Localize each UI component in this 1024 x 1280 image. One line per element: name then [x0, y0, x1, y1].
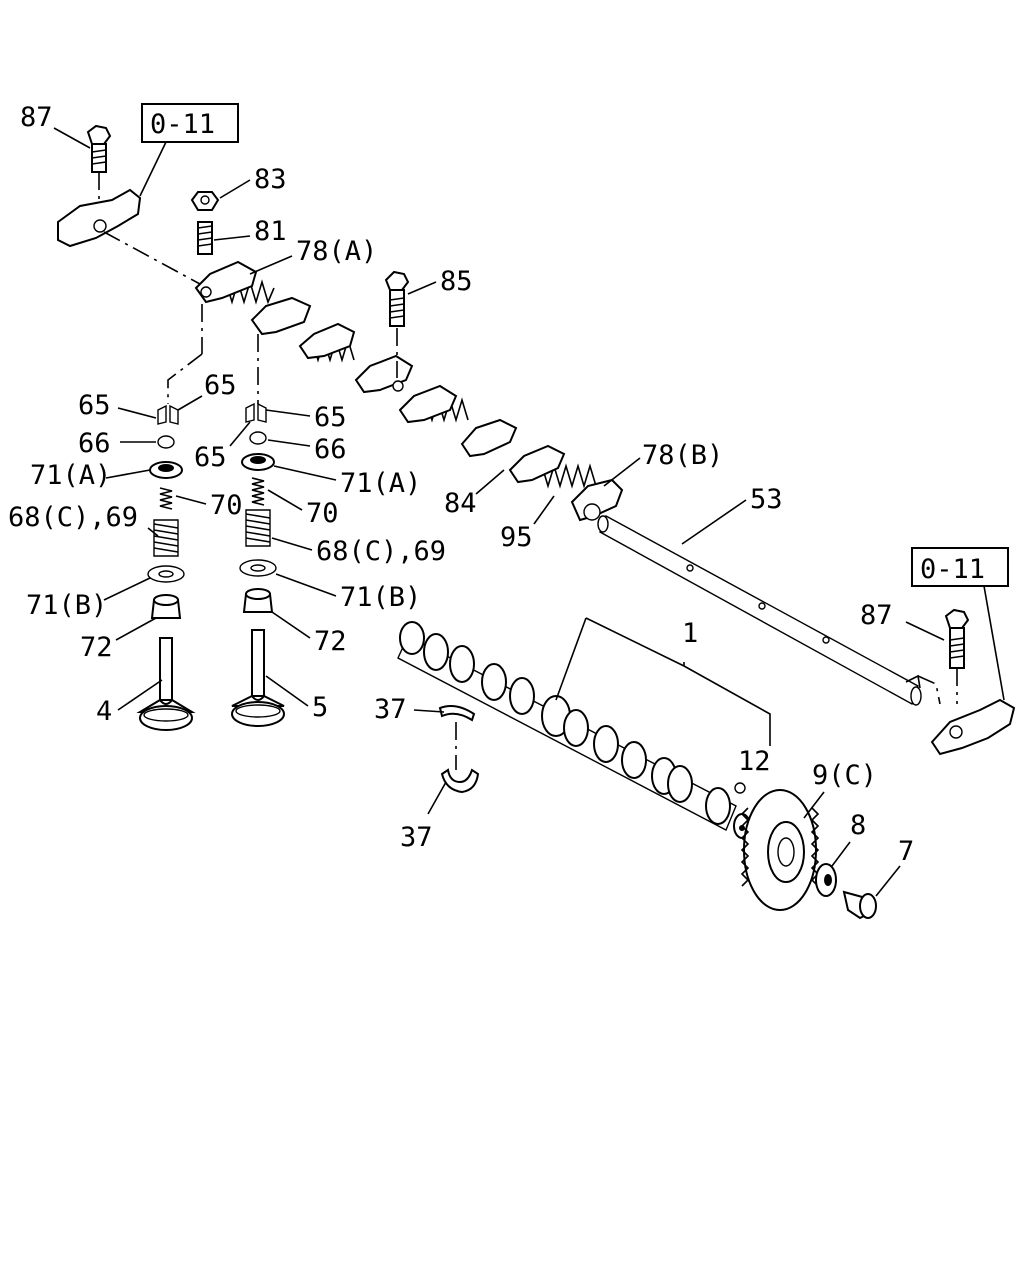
rocker-shaft-53: [597, 514, 922, 706]
label-70-r: 70: [306, 498, 339, 529]
ref-label-top: 0-11: [150, 109, 215, 140]
label-37-top: 37: [374, 694, 407, 725]
ref-label-right: 0-11: [920, 554, 985, 585]
label-9c: 9(C): [812, 760, 877, 791]
label-70-l: 70: [210, 490, 243, 521]
label-37-bottom: 37: [400, 822, 433, 853]
collets-65-right: [245, 402, 267, 423]
nut-83: [190, 191, 220, 211]
bolt-87-top: [86, 124, 112, 206]
camshaft-1: [397, 621, 751, 839]
collets-65-left: [157, 404, 179, 425]
ref-box-top: [141, 103, 239, 143]
retainer-71a-left: [149, 461, 183, 479]
label-71b-r: 71(B): [340, 582, 421, 613]
bolt-87-right: [944, 608, 970, 704]
valve-5: [231, 629, 285, 727]
label-71a-l: 71(A): [30, 460, 111, 491]
label-7: 7: [898, 836, 914, 867]
label-4: 4: [96, 696, 112, 727]
label-71b-l: 71(B): [26, 590, 107, 621]
cap-66-right: [249, 431, 267, 445]
stud-81: [197, 221, 213, 255]
seal-72-left: [150, 594, 182, 619]
ref-box-right: [911, 547, 1009, 587]
label-12: 12: [738, 746, 771, 777]
label-78b: 78(B): [642, 440, 723, 471]
spring-68-right: [245, 509, 271, 547]
seal-72-right: [242, 588, 274, 613]
label-53: 53: [750, 484, 783, 515]
label-68c69-l: 68(C),69: [8, 502, 138, 533]
label-72-r: 72: [314, 626, 347, 657]
label-78a: 78(A): [296, 236, 377, 267]
label-84: 84: [444, 488, 477, 519]
bolt-85: [384, 270, 410, 378]
label-65-l2: 65: [204, 370, 237, 401]
bearing-37-bottom: [440, 768, 480, 794]
label-83: 83: [254, 164, 287, 195]
label-5: 5: [312, 692, 328, 723]
spring-70-right: [251, 477, 265, 506]
gear-9c: [740, 789, 820, 911]
label-95: 95: [500, 522, 533, 553]
label-66-r: 66: [314, 434, 347, 465]
label-81: 81: [254, 216, 287, 247]
label-85: 85: [440, 266, 473, 297]
bolt-7: [842, 890, 877, 920]
label-1: 1: [682, 618, 698, 649]
pin-12: [734, 782, 746, 794]
rocker-arm-assembly: [194, 260, 624, 522]
spring-70-left: [159, 487, 173, 510]
spring-68-left: [153, 519, 179, 557]
label-65-l1: 65: [78, 390, 111, 421]
valve-4: [136, 637, 196, 731]
rocker-bracket-left: [57, 188, 201, 285]
washer-8: [815, 863, 837, 897]
label-87-top: 87: [20, 102, 53, 133]
label-71a-r: 71(A): [340, 468, 421, 499]
rocker-bracket-right: [930, 698, 1016, 756]
label-72-l: 72: [80, 632, 113, 663]
retainer-71a-right: [241, 453, 275, 471]
label-87-right: 87: [860, 600, 893, 631]
label-8: 8: [850, 810, 866, 841]
label-65-r1: 65: [314, 402, 347, 433]
bearing-37-top: [438, 705, 476, 722]
label-66-l: 66: [78, 428, 111, 459]
label-65-r2: 65: [194, 442, 227, 473]
cap-66-left: [157, 435, 175, 449]
label-68c69-r: 68(C),69: [316, 536, 446, 567]
